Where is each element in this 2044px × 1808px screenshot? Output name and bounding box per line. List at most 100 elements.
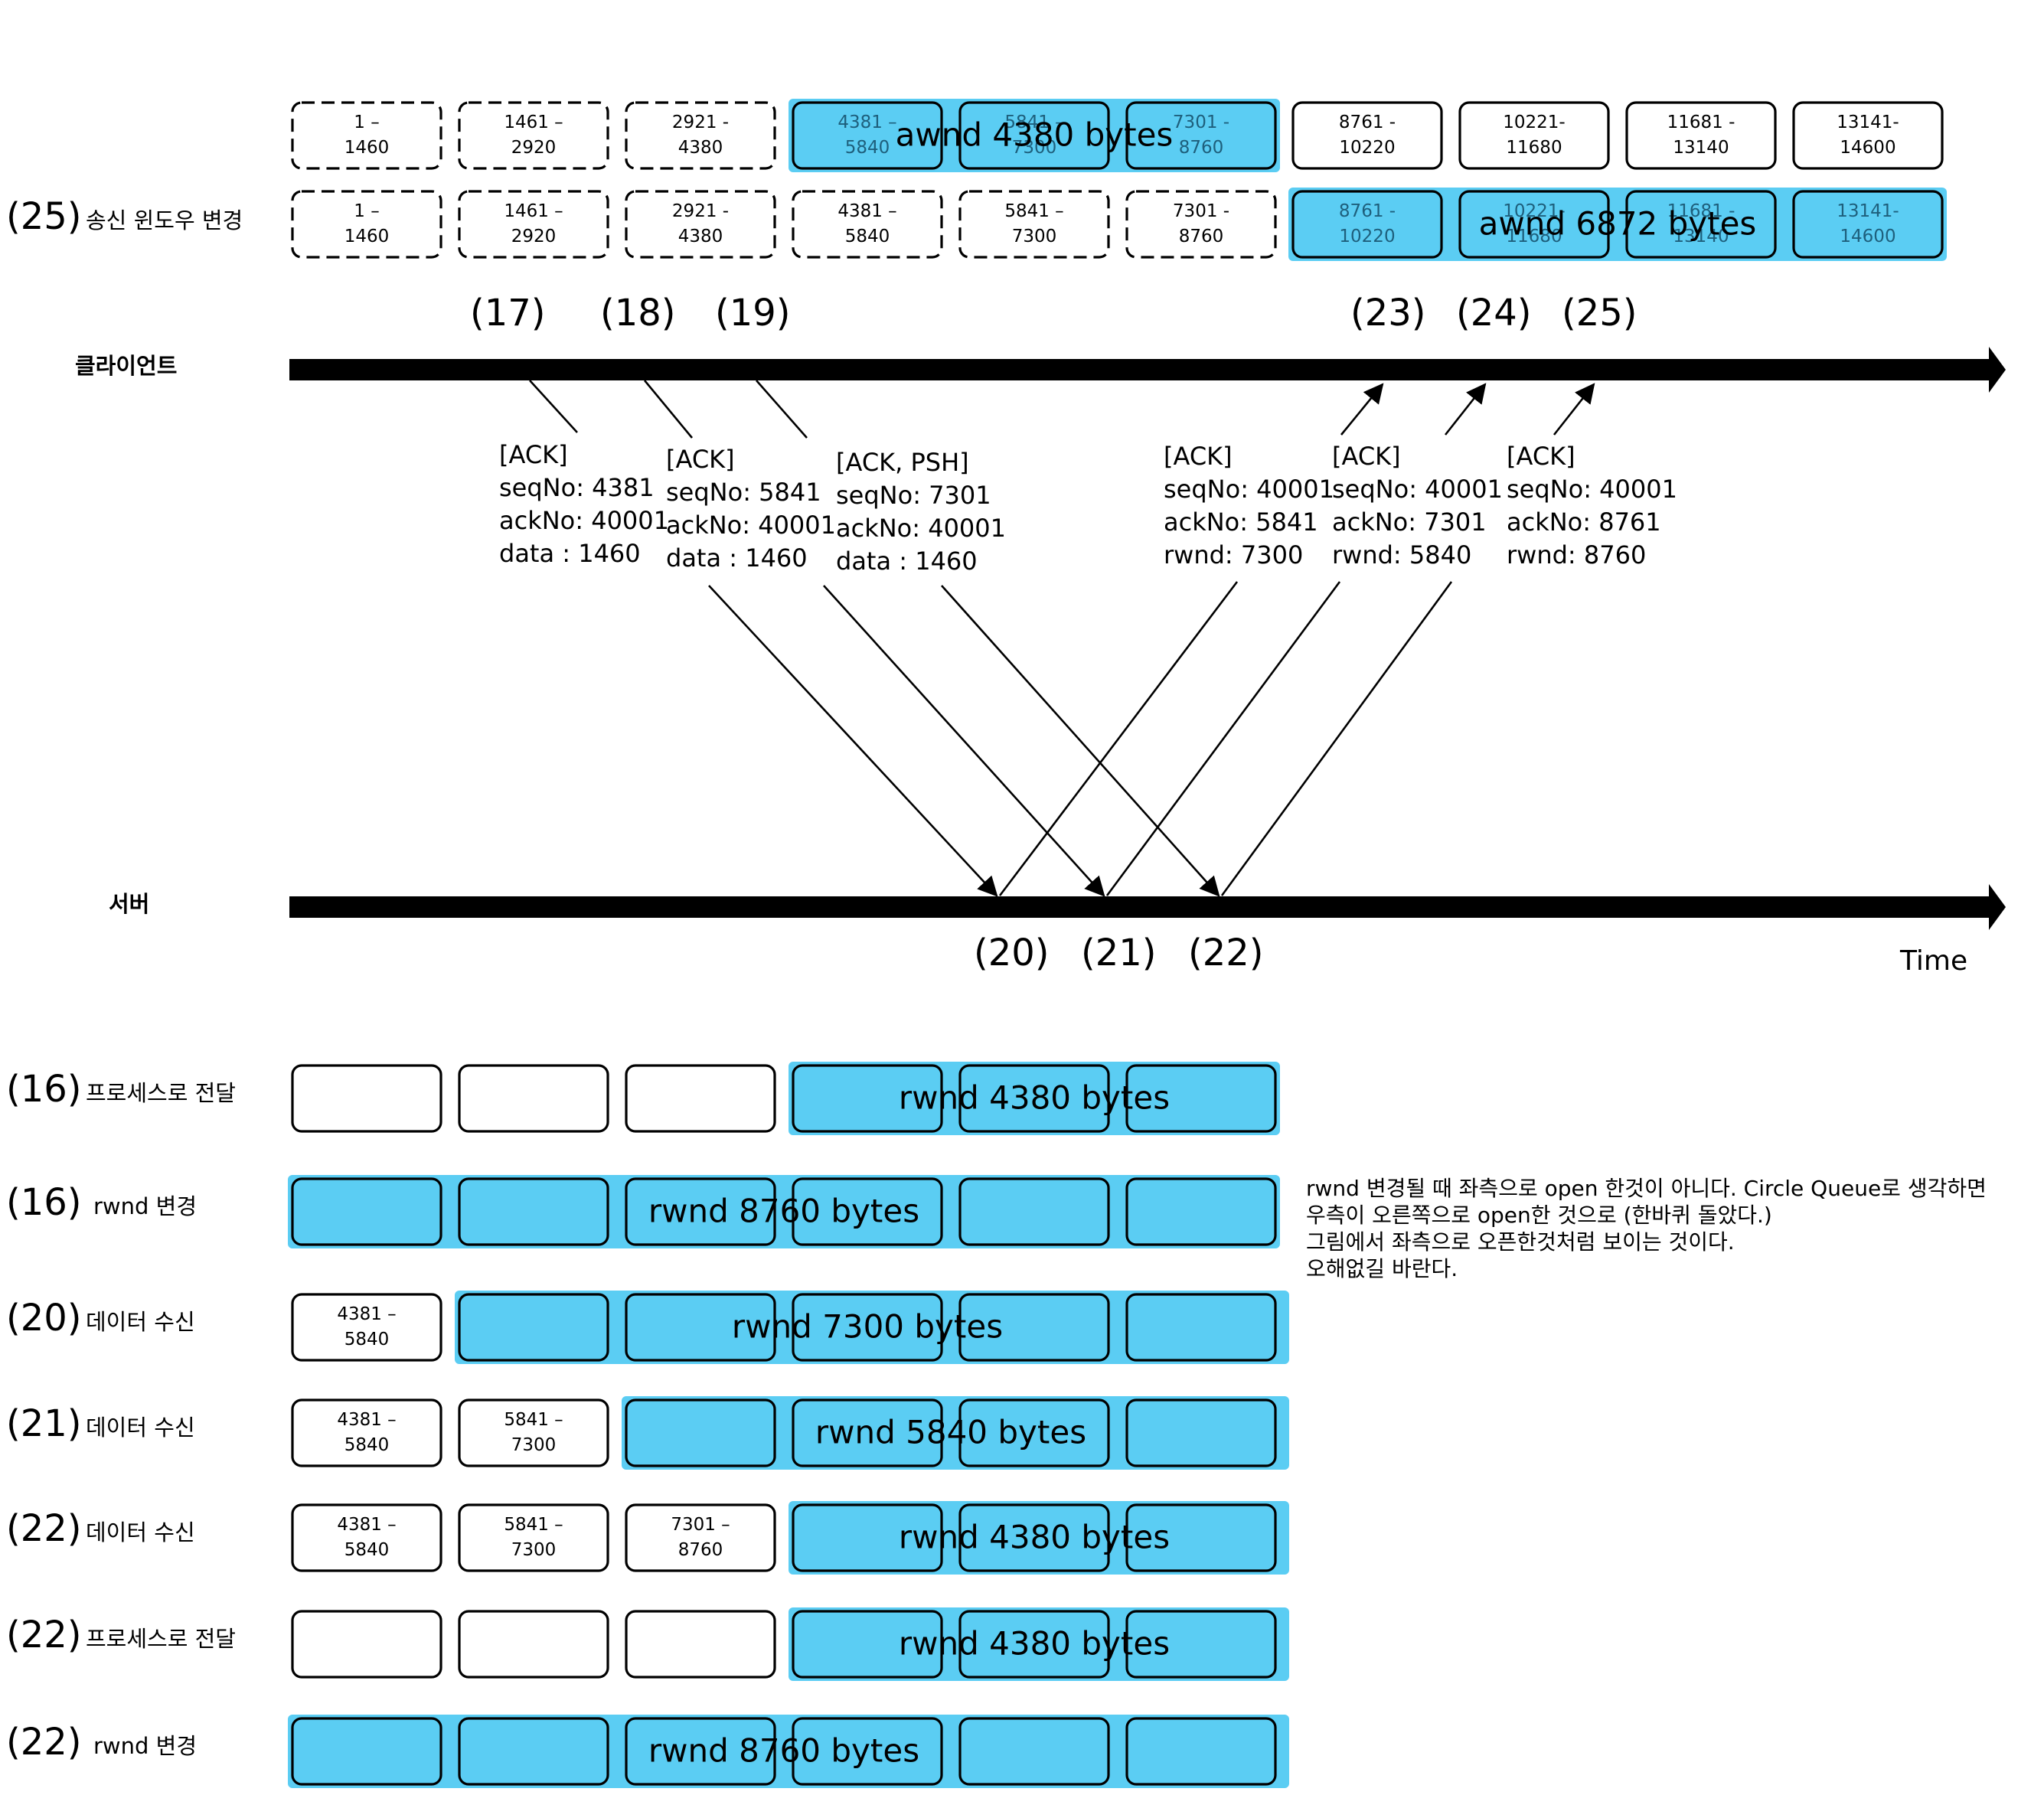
client-timeline-line — [289, 359, 1990, 380]
receiver-row-segment — [458, 1503, 609, 1572]
receiver-row-segment — [291, 1610, 442, 1679]
receiver-row-segment-label: 7300 — [511, 1540, 557, 1560]
receiver-row-label-text: rwnd 변경 — [93, 1193, 197, 1219]
server-step-label: (21) — [1081, 932, 1157, 974]
sender-row-segment-label: 1460 — [344, 227, 390, 246]
receiver-row-window-label: rwnd 7300 bytes — [732, 1308, 1003, 1346]
message-text: ackNo: 7301 — [1332, 507, 1487, 537]
sender-row-segment-label: 14600 — [1840, 227, 1895, 246]
sender-row-segment-label: 7301 - — [1173, 201, 1229, 221]
sender-row-segment-label: 2921 - — [672, 113, 729, 132]
sender-row-segment — [291, 190, 442, 259]
sender-row-segment-label: 11680 — [1506, 138, 1562, 158]
sender-row-segment — [1625, 101, 1777, 170]
note-line: rwnd 변경될 때 좌측으로 open 한것이 아니다. Circle Que… — [1306, 1176, 1987, 1201]
sender-row-segment — [1125, 101, 1277, 170]
sender-row-segment-label: 7300 — [1012, 227, 1057, 246]
sender-row-segment-label: 13140 — [1673, 138, 1729, 158]
message-text: data : 1460 — [499, 539, 641, 568]
receiver-row-segment — [792, 1717, 943, 1786]
sender-row-segment-label: 4380 — [678, 138, 723, 158]
sender-row-segment-label: 4381 – — [838, 201, 896, 221]
sender-row-segment-label: 8760 — [1179, 138, 1224, 158]
receiver-row-segment — [792, 1293, 943, 1362]
message-text: ackNo: 8761 — [1507, 507, 1661, 537]
sender-row-segment-label: 5840 — [845, 138, 890, 158]
receiver-row-label-step: (21) — [6, 1402, 82, 1445]
sender-row-segment-label: 1 – — [354, 201, 379, 221]
receiver-row-segment — [291, 1064, 442, 1133]
sender-row-segment-label: 7301 - — [1173, 113, 1229, 132]
ack-arrow-head — [1444, 383, 1487, 436]
sender-row-segment — [625, 190, 776, 259]
receiver-row-label-text: 프로세스로 전달 — [86, 1080, 236, 1106]
receiver-row-segment — [458, 1610, 609, 1679]
sender-row-segment-label: 1461 – — [504, 201, 563, 221]
server-timeline-arrowhead — [1989, 884, 2006, 930]
receiver-row-segment-label: 4381 – — [337, 1515, 396, 1535]
note-line: 우측이 오른쪽으로 open한 것으로 (한바퀴 돌았다.) — [1306, 1203, 1772, 1228]
receiver-row-segment — [1125, 1610, 1277, 1679]
sender-row-segment-label: 7300 — [1012, 138, 1057, 158]
receiver-row-segment — [958, 1293, 1110, 1362]
receiver-row-segment — [458, 1398, 609, 1467]
sender-row-segment-label: 10221- — [1503, 201, 1565, 221]
client-step-label: (17) — [470, 292, 546, 335]
sender-row-segment-label: 2921 - — [672, 201, 729, 221]
receiver-row-segment — [1125, 1177, 1277, 1246]
sender-row-label-step: (25) — [6, 195, 82, 238]
receiver-row-segment-label: 5841 – — [504, 1410, 563, 1430]
client-label: 클라이언트 — [75, 353, 177, 379]
receiver-row-label-step: (22) — [6, 1614, 82, 1656]
message-text: ackNo: 5841 — [1164, 507, 1318, 537]
ack-arrow-head — [1340, 383, 1384, 436]
sender-row-segment — [458, 190, 609, 259]
ack-arrow — [1105, 581, 1341, 896]
timeline-section: 클라이언트서버Time(17)(18)(19)(23)(24)(25)(20)(… — [75, 292, 2006, 977]
receiver-row-segment — [1125, 1503, 1277, 1572]
data-segment-arrow — [941, 585, 1220, 897]
data-segment-arrow-stub — [756, 380, 808, 439]
client-step-label: (25) — [1562, 292, 1637, 335]
sender-row-segment-label: 13141- — [1837, 113, 1899, 132]
receiver-row-label-step: (16) — [6, 1068, 82, 1111]
sender-row-segment-label: 5841 – — [1004, 201, 1063, 221]
data-segment-arrow-stub — [643, 380, 694, 439]
receiver-row-segment — [625, 1293, 776, 1362]
receiver-row-segment — [625, 1503, 776, 1572]
receiver-row-segment — [458, 1064, 609, 1133]
receiver-row-label-step: (22) — [6, 1507, 82, 1550]
sender-row-segment-label: 10220 — [1339, 227, 1395, 246]
client-step-label: (18) — [600, 292, 676, 335]
sender-row-segment-label: 13140 — [1673, 227, 1729, 246]
receiver-row-segment — [1125, 1064, 1277, 1133]
message-text: data : 1460 — [836, 547, 978, 576]
client-timeline-arrowhead — [1989, 347, 2006, 393]
receiver-row-segment — [1125, 1293, 1277, 1362]
receiver-row-segment-label: 5840 — [344, 1435, 390, 1455]
sender-row-segment — [1792, 101, 1944, 170]
sender-row-segment-label: 2920 — [511, 138, 557, 158]
data-segment-arrow-stub — [529, 380, 578, 433]
time-label: Time — [1899, 945, 1967, 977]
receiver-row-segment — [291, 1503, 442, 1572]
receiver-row-segment-label: 5841 – — [504, 1515, 563, 1535]
sender-row-segment — [1125, 190, 1277, 259]
receiver-row-label-step: (20) — [6, 1297, 82, 1340]
sender-row-segment — [291, 101, 442, 170]
receiver-row-segment — [1125, 1717, 1277, 1786]
receiver-row-window-label: rwnd 4380 bytes — [899, 1079, 1170, 1117]
message-text: seqNo: 7301 — [836, 481, 991, 510]
receiver-row-label-step: (22) — [6, 1721, 82, 1764]
receiver-row-label-step: (16) — [6, 1181, 82, 1224]
receiver-row-window-label: rwnd 5840 bytes — [815, 1414, 1086, 1451]
message-text: [ACK] — [666, 445, 735, 474]
sender-row-window-label: awnd 6872 bytes — [1479, 205, 1757, 243]
sender-row-segment-label: 14600 — [1840, 138, 1895, 158]
receiver-row-window-label: rwnd 8760 bytes — [648, 1732, 919, 1770]
sender-row-segment — [1792, 190, 1944, 259]
receiver-row-label-text: 데이터 수신 — [86, 1309, 195, 1335]
sender-row-segment-label: 4380 — [678, 227, 723, 246]
receiver-row-window-label: rwnd 4380 bytes — [899, 1519, 1170, 1556]
